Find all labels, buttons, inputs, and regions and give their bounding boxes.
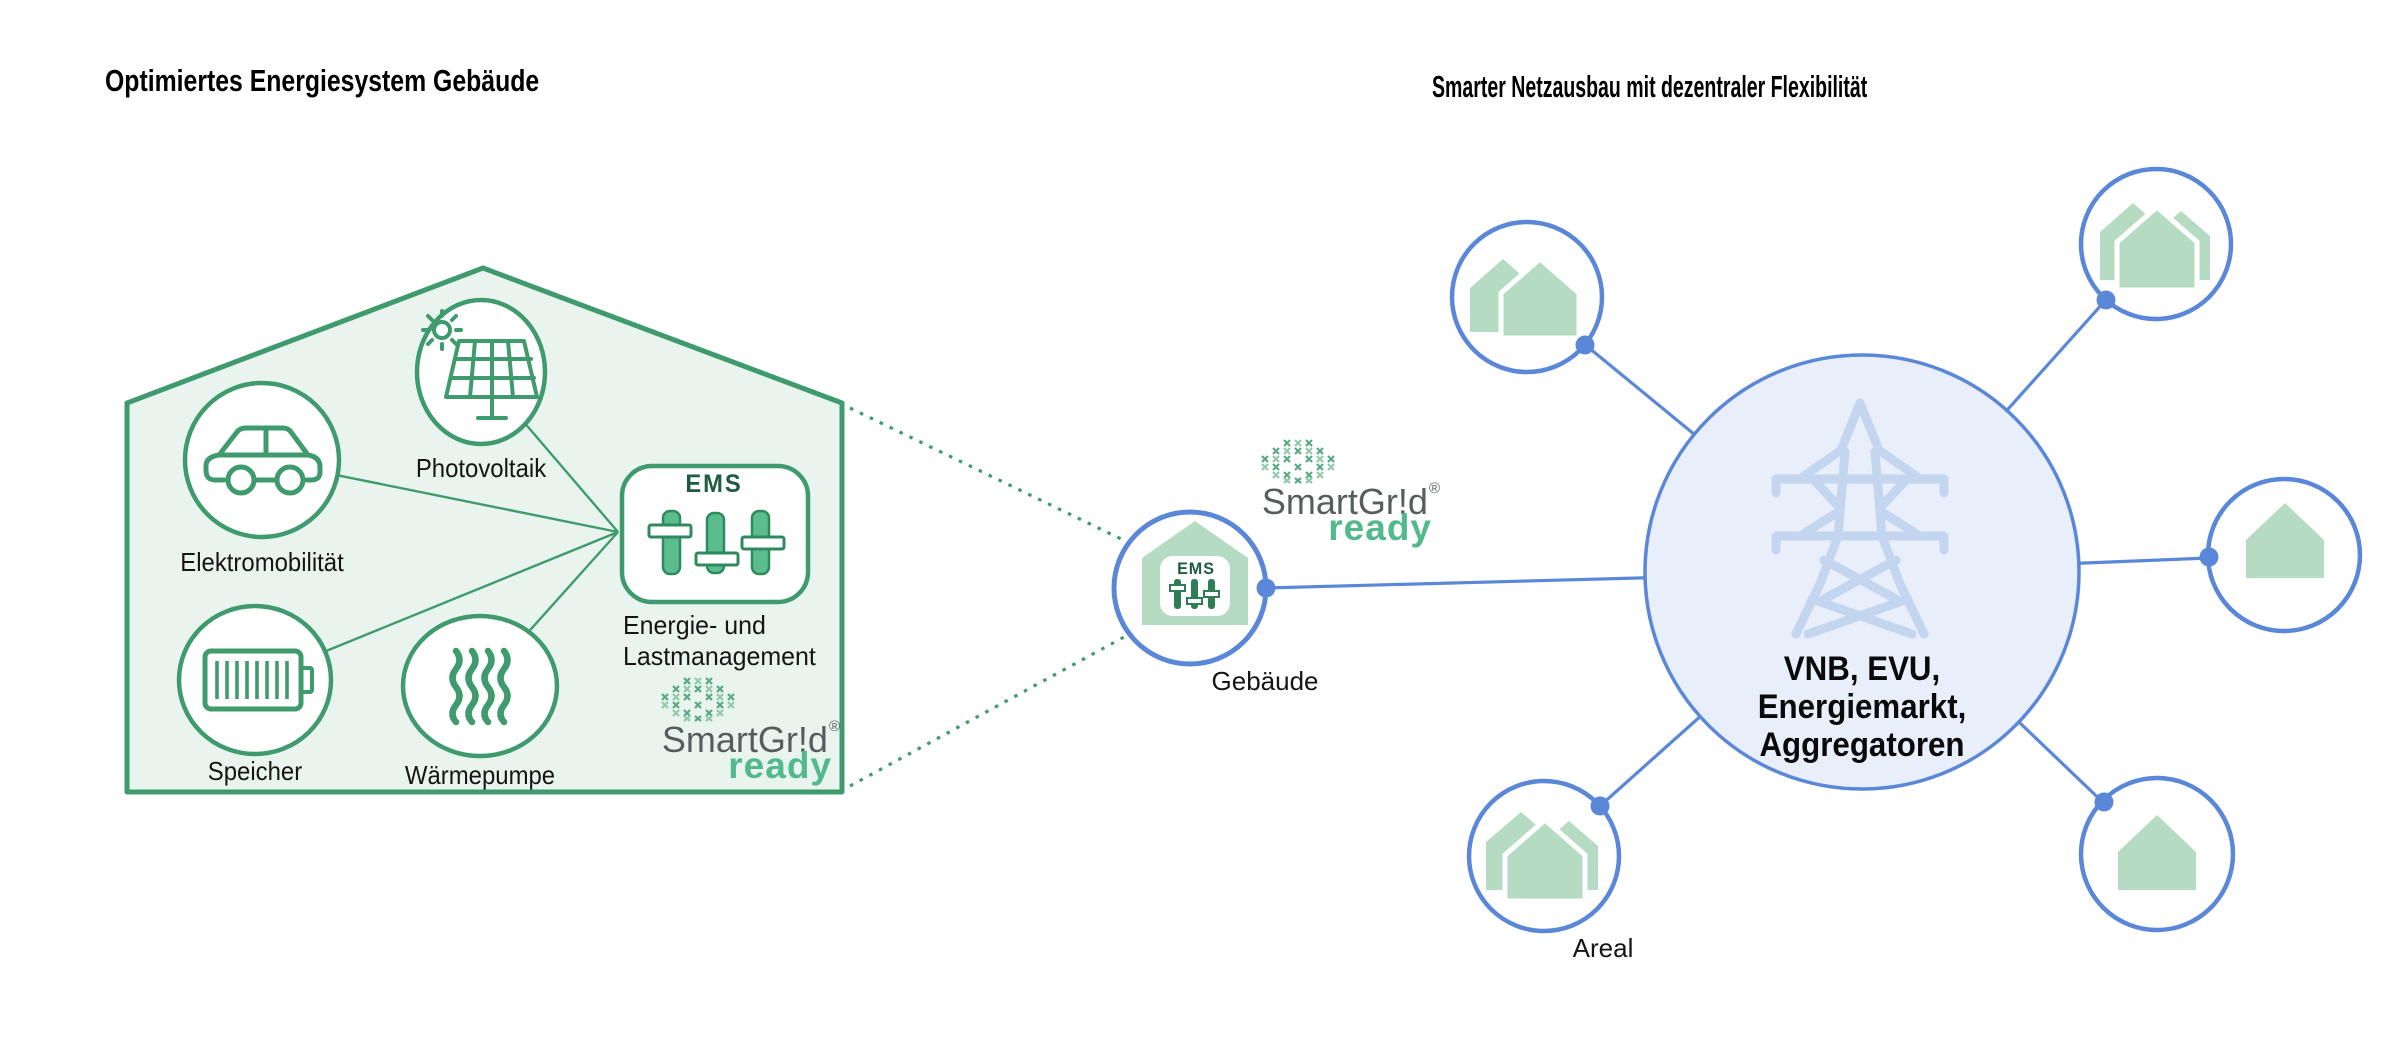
solar-panel-icon bbox=[421, 309, 539, 420]
registered-mark: ® bbox=[1428, 480, 1440, 497]
building-node-label: Gebäude bbox=[1211, 666, 1319, 696]
smartgrid-pattern-icon bbox=[661, 677, 735, 722]
smartgrid-brand-text: SmartGr!d® bbox=[661, 718, 840, 760]
hub-label-line3: Aggregatoren bbox=[1759, 726, 1965, 764]
smartgrid-ready-logo: SmartGr!d® ready bbox=[640, 676, 840, 788]
hub-label-line1: VNB, EVU, bbox=[1783, 650, 1941, 688]
electromobility-label: Elektromobilität bbox=[180, 547, 344, 577]
building-node bbox=[1111, 509, 1269, 667]
areal-label: Areal bbox=[1572, 933, 1634, 963]
registered-mark: ® bbox=[828, 718, 840, 735]
smartgrid-brand-text: SmartGr!d® bbox=[1261, 480, 1440, 522]
electromobility-circle bbox=[182, 380, 342, 540]
smartgrid-pattern-icon bbox=[1261, 439, 1335, 484]
houses-icon bbox=[1502, 816, 1588, 904]
left-panel-title: Optimiertes Energiesystem Gebäude bbox=[105, 63, 540, 98]
storage-label: Speicher bbox=[207, 756, 303, 786]
satellite-houses bbox=[1470, 203, 2324, 904]
ems-box bbox=[619, 463, 811, 605]
smartgrid-ready-text: ready bbox=[1328, 507, 1432, 548]
heat-pump-label: Wärmepumpe bbox=[404, 760, 556, 790]
ems-caption-line2: Lastmanagement bbox=[623, 641, 816, 671]
heat-waves-icon bbox=[449, 647, 511, 726]
heat-pump-circle bbox=[400, 613, 560, 759]
building-node-sliders-icon bbox=[1169, 579, 1220, 609]
transmission-tower-icon bbox=[1771, 398, 1949, 639]
building-node-ems-label: EMS bbox=[1177, 559, 1215, 578]
house-icon bbox=[2118, 815, 2196, 890]
zoom-projection-dotted-lines bbox=[849, 406, 1149, 788]
smartgrid-ready-text: ready bbox=[728, 745, 832, 786]
smartgrid-ready-logo: SmartGr!d® ready bbox=[1240, 438, 1440, 550]
hub-label-line2: Energiemarkt, bbox=[1757, 688, 1967, 726]
photovoltaic-label: Photovoltaik bbox=[415, 453, 547, 483]
storage-circle bbox=[176, 603, 334, 757]
hub-circle bbox=[1643, 353, 2081, 791]
ems-sliders-icon bbox=[647, 509, 786, 576]
ems-caption-line1: Energie- und bbox=[623, 610, 766, 640]
right-panel-title: Smarter Netzausbau mit dezentraler Flexi… bbox=[1432, 69, 1868, 104]
car-icon bbox=[203, 425, 323, 496]
houses-icon bbox=[1498, 255, 1582, 341]
connection-dots bbox=[1256, 290, 2219, 816]
photovoltaic-circle bbox=[414, 297, 548, 447]
houses-icon bbox=[2114, 203, 2200, 293]
house-icon bbox=[2246, 503, 2324, 578]
ems-box-title: EMS bbox=[685, 470, 743, 498]
battery-icon bbox=[202, 648, 314, 712]
